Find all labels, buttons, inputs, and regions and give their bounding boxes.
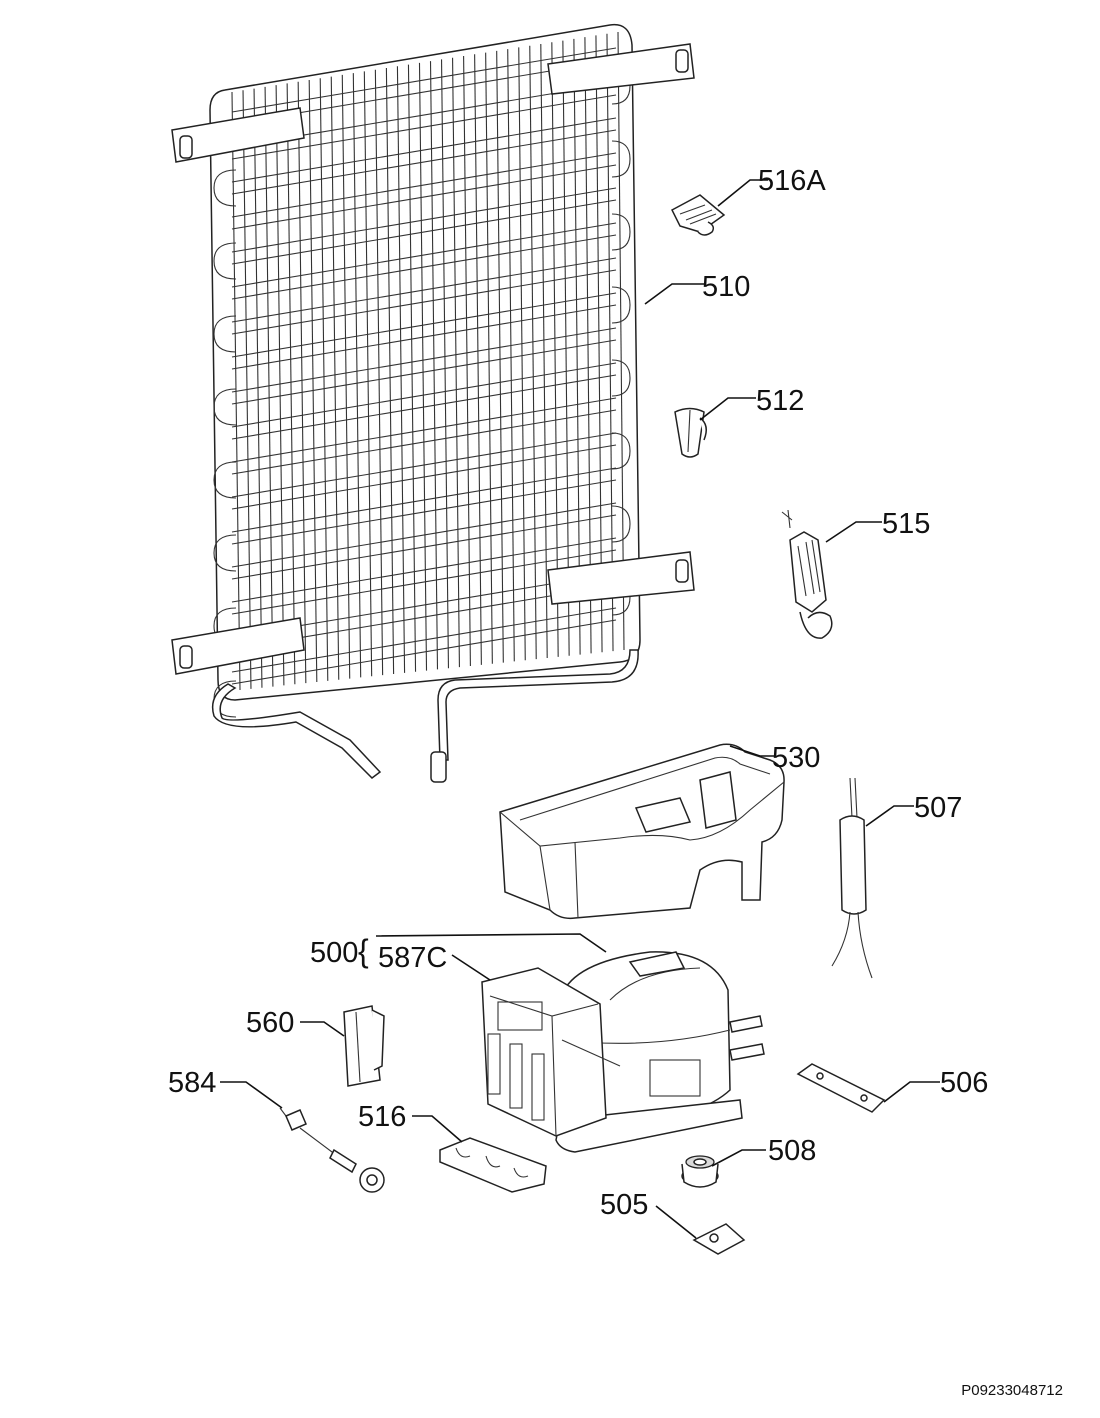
label-515: 515 [882,508,930,540]
label-507: 507 [914,792,962,824]
part-500-compressor [481,951,765,1153]
part-508-grommet [681,1155,719,1188]
leader-lines [220,179,940,1239]
part-516A-clip [671,194,726,236]
label-516A: 516A [758,165,826,197]
label-510: 510 [702,271,750,303]
brace-500: { [358,933,369,969]
part-512-sleeve [674,407,707,458]
label-587C: 587C [378,942,447,974]
label-560: 560 [246,1007,294,1039]
document-id: P09233048712 [961,1382,1063,1399]
label-516: 516 [358,1101,406,1133]
part-515-heater [781,509,833,639]
label-505: 505 [600,1189,648,1221]
part-560-component [343,1005,385,1087]
part-516-clip [439,1137,547,1193]
part-584-earth-wire [279,1107,385,1193]
part-505-bracket [692,1223,746,1255]
label-512: 512 [756,385,804,417]
part-506-plate [796,1063,886,1113]
label-530: 530 [772,742,820,774]
condenser-bracket-top-left [171,107,305,163]
part-530-drip-tray [499,743,785,920]
condenser-bracket-top-right [547,43,695,95]
label-584: 584 [168,1067,216,1099]
part-507-filter-drier [831,777,873,979]
condenser-bracket-bottom-right [547,551,695,605]
label-506: 506 [940,1067,988,1099]
label-508: 508 [768,1135,816,1167]
part-labels: 516A 510 512 515 530 507 500 { 587C 560 … [168,165,988,1221]
condenser-coil [171,23,695,783]
condenser-bracket-bottom-left [171,617,305,675]
label-500: 500 [310,937,358,969]
